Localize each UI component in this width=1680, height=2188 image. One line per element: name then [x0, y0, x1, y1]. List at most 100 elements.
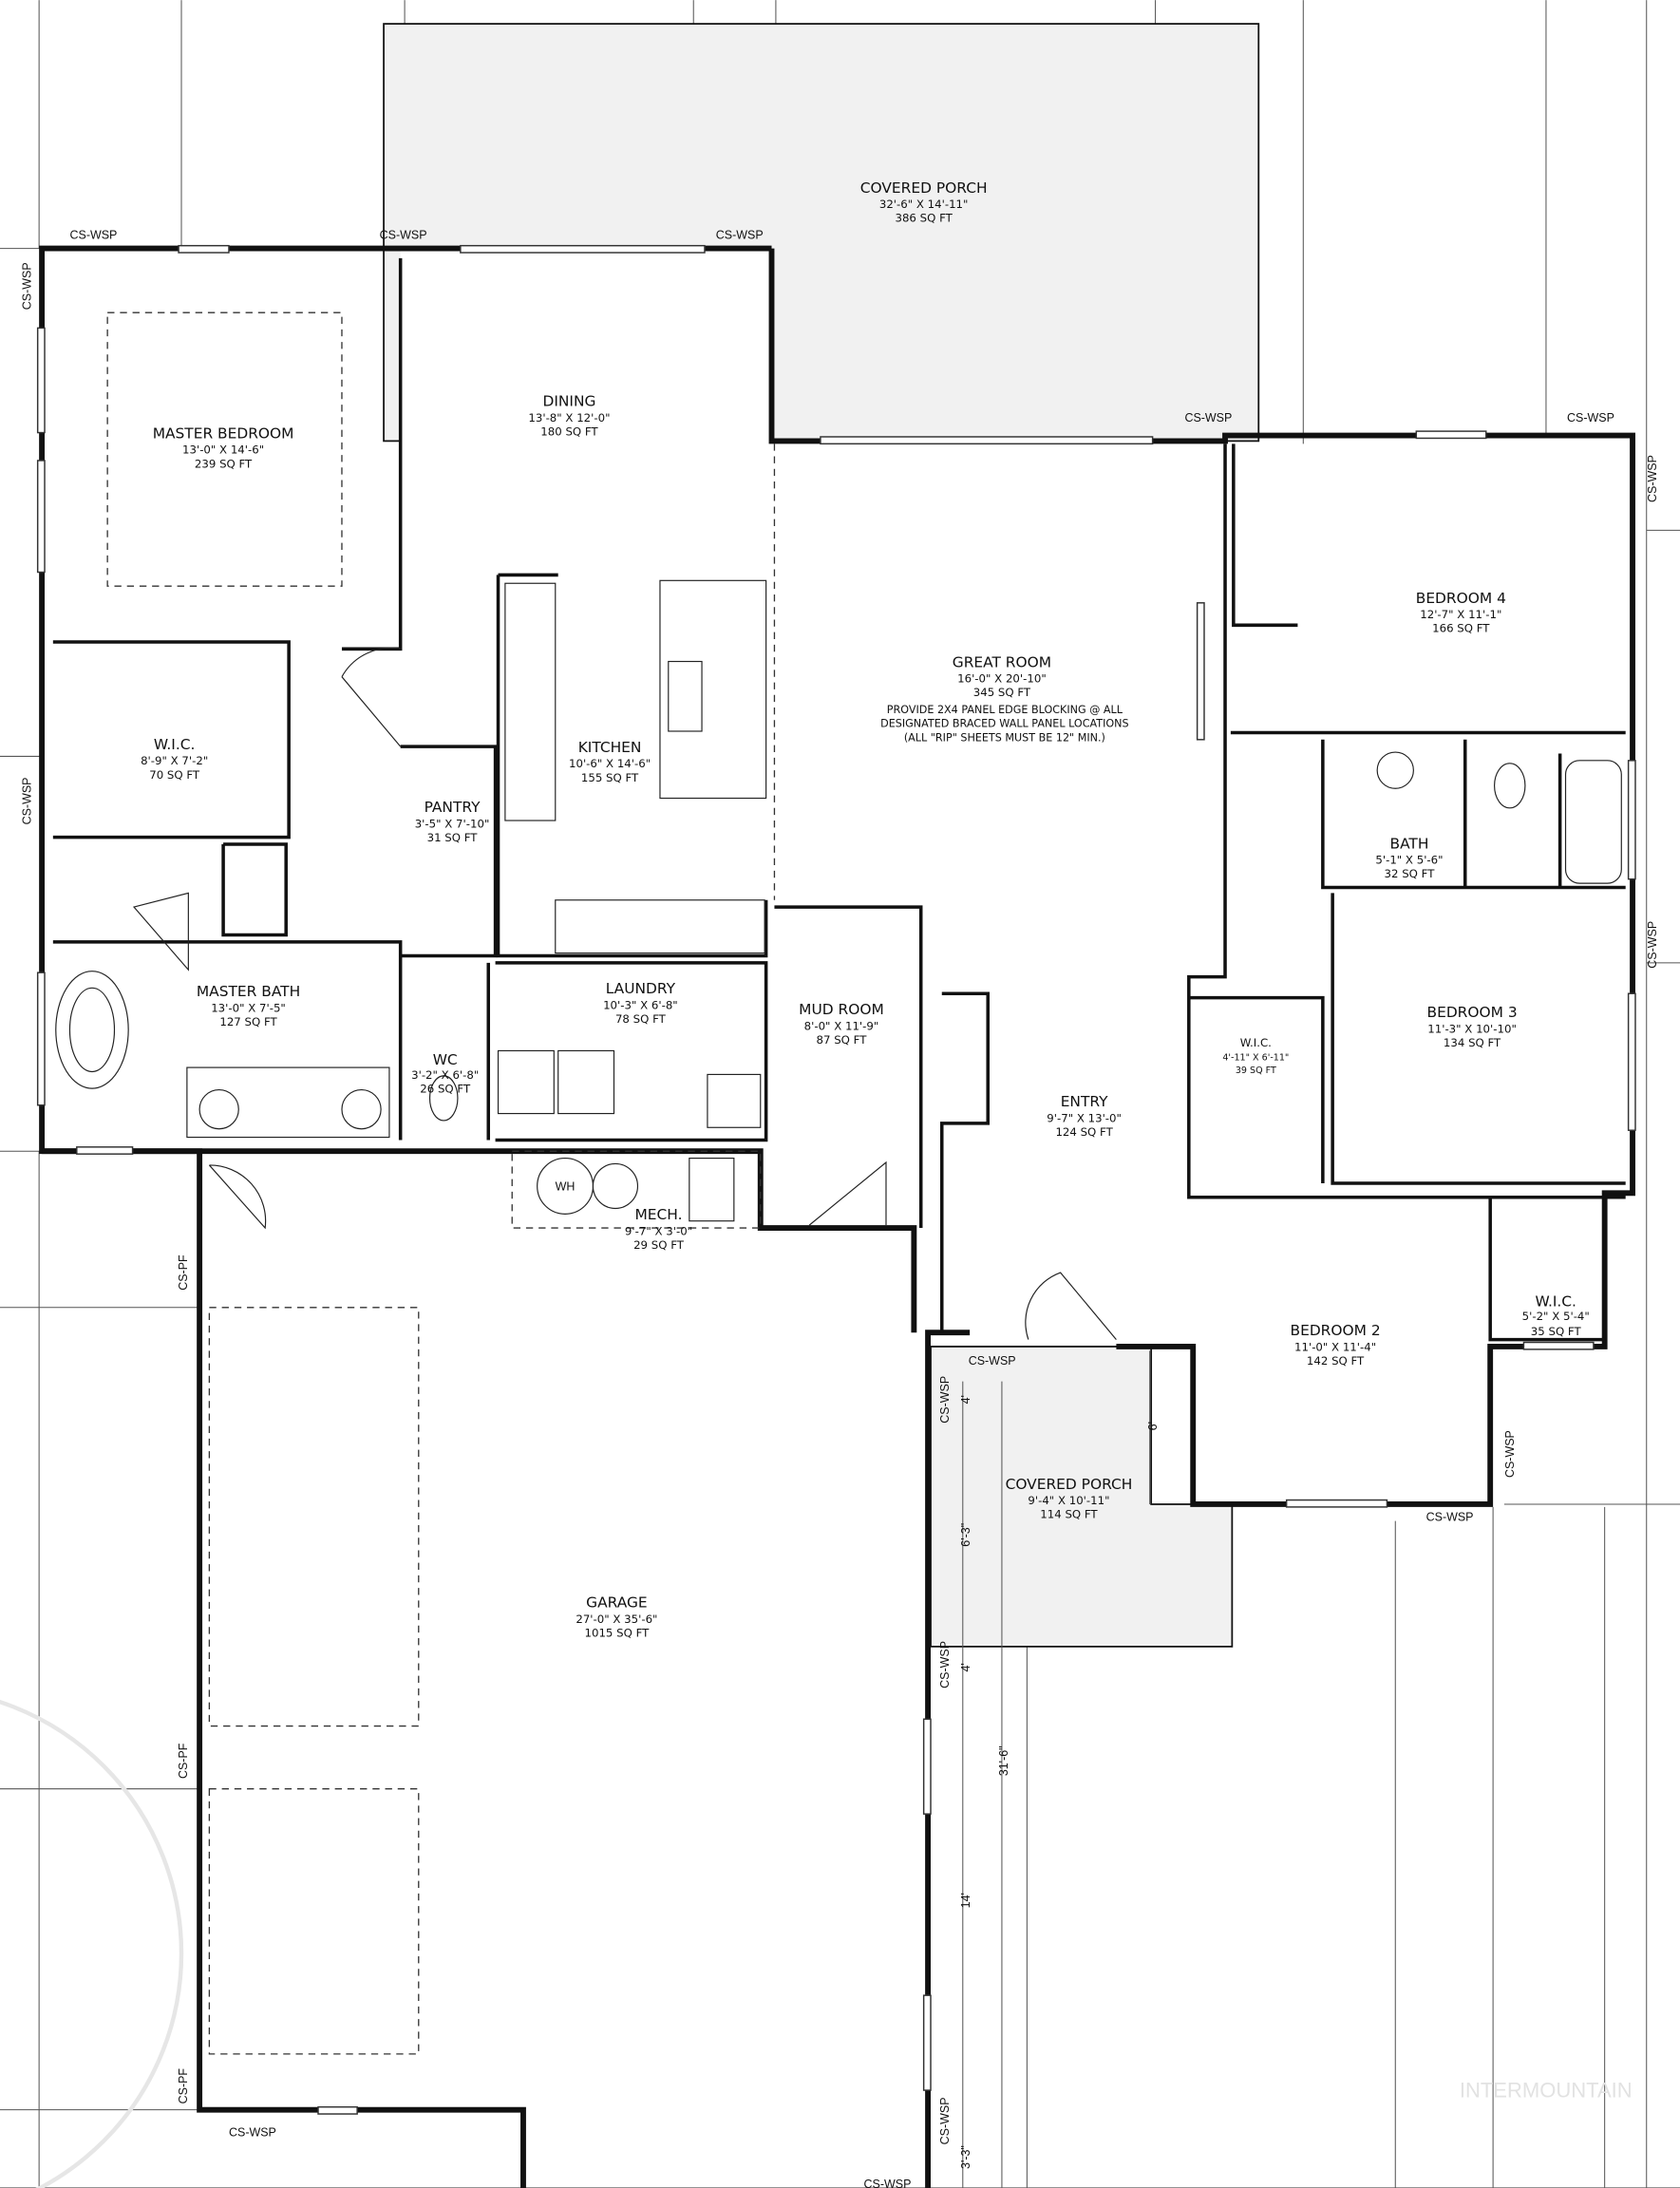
svg-text:PANTRY: PANTRY [425, 799, 481, 816]
bracing-note: PROVIDE 2X4 PANEL EDGE BLOCKING @ ALL [887, 704, 1123, 716]
svg-text:13'-8" X 12'-0": 13'-8" X 12'-0" [528, 411, 610, 424]
bed-outline [106, 311, 343, 587]
svg-text:345 SQ FT: 345 SQ FT [973, 686, 1031, 699]
svg-text:134 SQ FT: 134 SQ FT [1444, 1036, 1501, 1049]
engineer-seal-watermark [0, 1699, 184, 2188]
svg-text:127 SQ FT: 127 SQ FT [219, 1015, 277, 1028]
svg-text:W.I.C.: W.I.C. [1536, 1292, 1576, 1310]
room-bedroom-3: BEDROOM 3 11'-3" X 10'-10" 134 SQ FT [1427, 1004, 1518, 1049]
svg-text:CS-WSP: CS-WSP [1184, 411, 1232, 424]
svg-text:4': 4' [959, 1395, 972, 1404]
svg-text:13'-0" X 14'-6": 13'-0" X 14'-6" [182, 443, 264, 457]
svg-text:14': 14' [959, 1893, 972, 1908]
svg-text:BEDROOM 3: BEDROOM 3 [1427, 1004, 1518, 1021]
svg-text:W.I.C.: W.I.C. [1240, 1036, 1272, 1049]
door-swing-icon [341, 647, 402, 747]
svg-text:114 SQ FT: 114 SQ FT [1040, 1508, 1098, 1521]
svg-text:8'-0" X 11'-9": 8'-0" X 11'-9" [804, 1019, 879, 1032]
svg-text:3'-3": 3'-3" [959, 2145, 972, 2169]
svg-text:CS-PF: CS-PF [177, 1743, 190, 1779]
svg-text:5'-1" X 5'-6": 5'-1" X 5'-6" [1375, 854, 1443, 867]
svg-text:1015 SQ FT: 1015 SQ FT [585, 1627, 651, 1640]
svg-text:KITCHEN: KITCHEN [578, 739, 642, 756]
svg-text:155 SQ FT: 155 SQ FT [581, 771, 639, 784]
bracing-note: DESIGNATED BRACED WALL PANEL LOCATIONS [880, 718, 1128, 730]
svg-text:CS-PF: CS-PF [177, 1254, 190, 1291]
room-bedroom-3-wic: W.I.C. 4'-11" X 6'-11" 39 SQ FT [1222, 1036, 1289, 1076]
svg-text:BEDROOM 2: BEDROOM 2 [1291, 1322, 1381, 1339]
svg-text:29 SQ FT: 29 SQ FT [633, 1238, 685, 1252]
dimension-lines: 6' 4' 6'-3" 4' 31'-6" 14' 3'-3" [959, 1350, 1160, 2188]
svg-text:MUD ROOM: MUD ROOM [799, 1001, 884, 1018]
svg-text:124 SQ FT: 124 SQ FT [1055, 1125, 1113, 1139]
room-mud-room: MUD ROOM 8'-0" X 11'-9" 87 SQ FT [799, 1001, 884, 1047]
room-bedroom-4: BEDROOM 4 12'-7" X 11'-1" 166 SQ FT [1416, 590, 1506, 635]
svg-text:87 SQ FT: 87 SQ FT [817, 1033, 868, 1047]
bathtub-icon [1564, 760, 1622, 884]
svg-text:39 SQ FT: 39 SQ FT [1236, 1066, 1276, 1076]
washer-icon [497, 1049, 555, 1115]
room-master-bath: MASTER BATH 13'-0" X 7'-5" 127 SQ FT [197, 983, 300, 1028]
svg-text:CS-WSP: CS-WSP [969, 1354, 1016, 1368]
room-great-room: GREAT ROOM 16'-0" X 20'-10" 345 SQ FT PR… [880, 653, 1128, 744]
svg-text:CS-WSP: CS-WSP [938, 1641, 952, 1688]
svg-text:GARAGE: GARAGE [586, 1594, 648, 1612]
exterior-walls [39, 245, 1635, 2188]
svg-text:CS-WSP: CS-WSP [1646, 921, 1659, 969]
front-door-icon [1025, 1272, 1117, 1340]
svg-text:10'-6" X 14'-6": 10'-6" X 14'-6" [569, 757, 651, 770]
svg-text:CS-WSP: CS-WSP [1426, 1511, 1474, 1524]
room-pantry: PANTRY 3'-5" X 7'-10" 31 SQ FT [415, 799, 490, 844]
svg-text:3'-2" X 6'-8": 3'-2" X 6'-8" [411, 1068, 479, 1082]
svg-text:CS-WSP: CS-WSP [864, 2178, 912, 2188]
svg-text:11'-0" X 11'-4": 11'-0" X 11'-4" [1294, 1340, 1376, 1353]
room-mech: MECH. 9'-7" X 3'-0" 29 SQ FT [625, 1206, 692, 1252]
svg-text:32'-6" X 14'-11": 32'-6" X 14'-11" [879, 198, 969, 211]
windows [36, 244, 1636, 2115]
bathtub-icon [55, 971, 129, 1089]
kitchen-counter-bottom [555, 899, 765, 954]
svg-text:3'-5" X 7'-10": 3'-5" X 7'-10" [415, 817, 490, 830]
room-dining: DINING 13'-8" X 12'-0" 180 SQ FT [528, 393, 610, 439]
room-bedroom-2: BEDROOM 2 11'-0" X 11'-4" 142 SQ FT [1291, 1322, 1381, 1368]
room-bath: BATH 5'-1" X 5'-6" 32 SQ FT [1375, 835, 1443, 880]
svg-text:CS-WSP: CS-WSP [938, 1376, 952, 1424]
svg-text:10'-3" X 6'-8": 10'-3" X 6'-8" [603, 998, 678, 1011]
svg-text:CS-WSP: CS-WSP [380, 228, 427, 241]
svg-text:CS-WSP: CS-WSP [1646, 455, 1659, 502]
svg-text:MASTER BATH: MASTER BATH [197, 983, 300, 1000]
svg-text:31'-6": 31'-6" [997, 1745, 1010, 1776]
svg-text:CS-WSP: CS-WSP [1503, 1430, 1517, 1478]
kitchen-sink [668, 660, 703, 732]
svg-text:GREAT ROOM: GREAT ROOM [953, 653, 1051, 670]
svg-text:11'-3" X 10'-10": 11'-3" X 10'-10" [1427, 1022, 1517, 1035]
furnace-icon [592, 1162, 639, 1210]
room-garage: GARAGE 27'-0" X 35'-6" 1015 SQ FT [576, 1594, 657, 1640]
kitchen-counter [504, 582, 557, 821]
svg-text:35 SQ FT: 35 SQ FT [1531, 1325, 1582, 1338]
room-bedroom-2-wic: W.I.C. 5'-2" X 5'-4" 35 SQ FT [1522, 1292, 1590, 1338]
room-wc: WC 3'-2" X 6'-8" 26 SQ FT [411, 1051, 479, 1095]
svg-text:MASTER BEDROOM: MASTER BEDROOM [153, 424, 294, 442]
water-heater-label: WH [556, 1179, 576, 1193]
svg-text:MECH.: MECH. [634, 1206, 682, 1223]
svg-text:166 SQ FT: 166 SQ FT [1432, 622, 1490, 635]
sink-icon [341, 1089, 382, 1130]
room-master-wic: W.I.C. 8'-9" X 7'-2" 70 SQ FT [141, 736, 208, 782]
svg-text:32 SQ FT: 32 SQ FT [1385, 867, 1436, 880]
svg-text:6'-3": 6'-3" [959, 1523, 972, 1547]
room-rear-covered-porch: COVERED PORCH 32'-6" X 14'-11" 386 SQ FT [860, 179, 988, 225]
laundry-sink-icon [707, 1073, 762, 1128]
doors [132, 647, 1117, 1340]
svg-text:CS-WSP: CS-WSP [20, 262, 33, 310]
svg-text:70 SQ FT: 70 SQ FT [149, 768, 200, 782]
svg-text:WC: WC [433, 1051, 458, 1068]
svg-text:9'-7" X 13'-0": 9'-7" X 13'-0" [1047, 1111, 1122, 1124]
svg-text:COVERED PORCH: COVERED PORCH [860, 179, 988, 197]
svg-text:5'-2" X 5'-4": 5'-2" X 5'-4" [1522, 1310, 1590, 1323]
svg-text:78 SQ FT: 78 SQ FT [615, 1012, 667, 1026]
svg-text:239 SQ FT: 239 SQ FT [195, 457, 253, 470]
svg-text:142 SQ FT: 142 SQ FT [1307, 1354, 1365, 1368]
parking-outline-1 [208, 1307, 420, 1727]
